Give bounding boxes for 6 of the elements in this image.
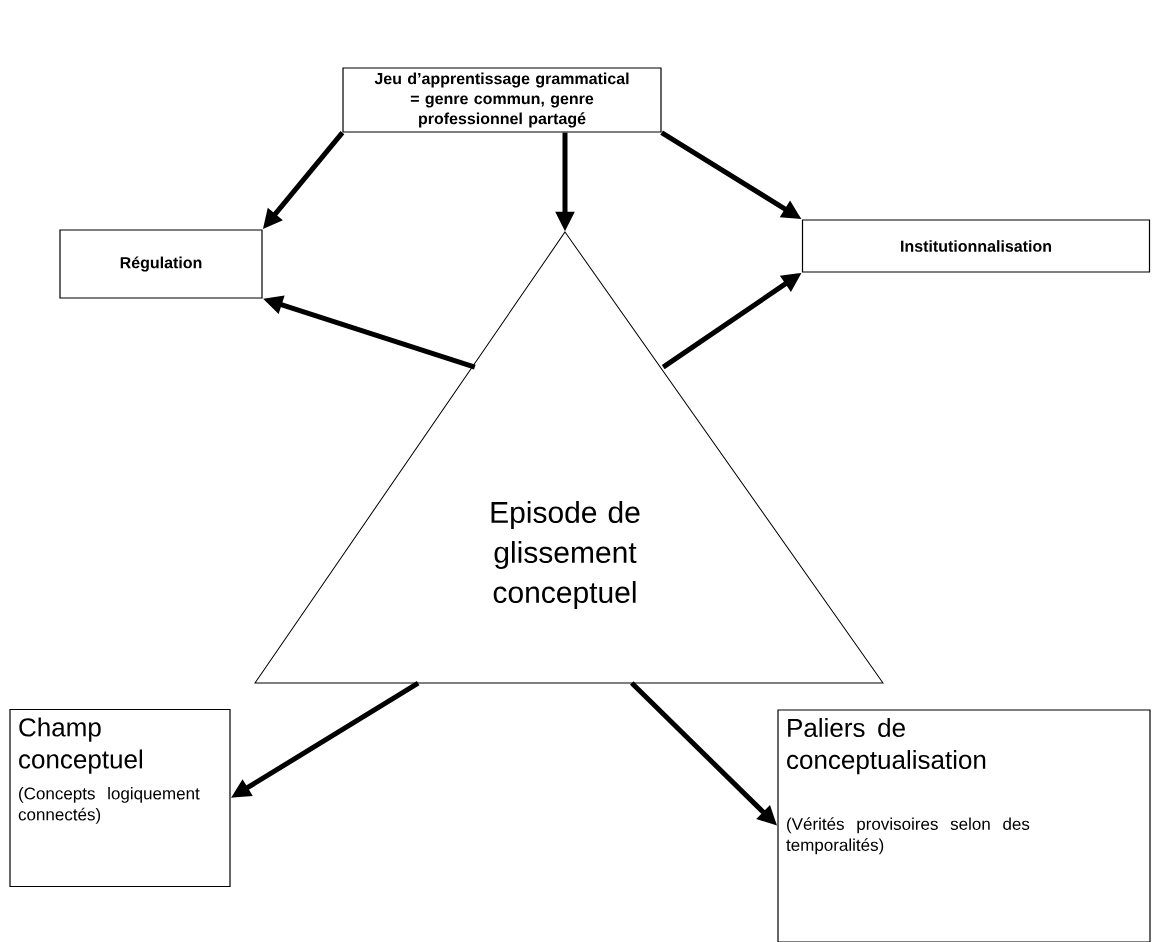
triangle: Episode de glissement conceptuel	[254, 231, 884, 684]
text-box: Champ conceptuel (Concepts logiquement connectés)	[9, 708, 231, 888]
text-box: Paliers de conceptualisation (Vérités provisoires selon des temporalités)	[777, 709, 1151, 942]
text-box: Régulation	[59, 229, 263, 299]
text-box: Jeu d’apprentissage grammatical = genre commun, genre professionnel partagé	[342, 67, 662, 133]
text-box: Institutionnalisation	[801, 219, 1151, 273]
